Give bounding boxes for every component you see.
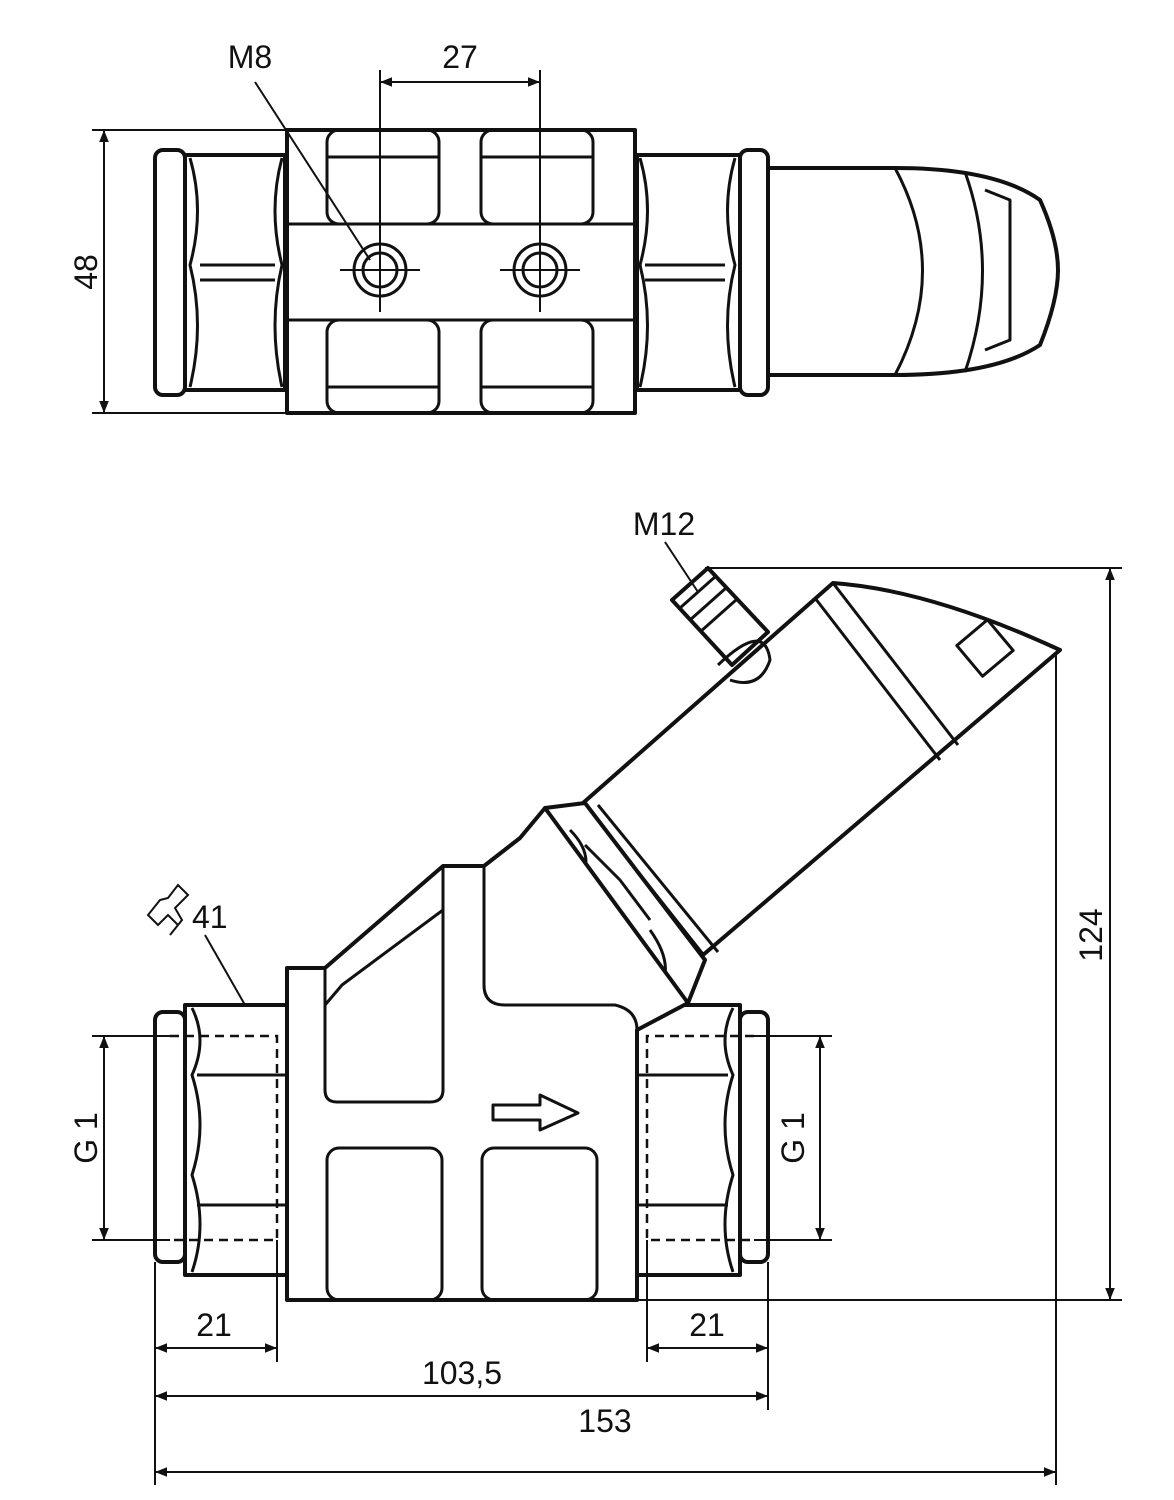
depth-left-label: 21	[196, 1307, 232, 1343]
top-view: 27 M8 48	[68, 39, 1060, 415]
dim-thread-right: G 1	[754, 1035, 832, 1241]
m8-hole-right	[500, 228, 580, 312]
length-inner-label: 103,5	[422, 1355, 502, 1391]
length-total-label: 153	[578, 1403, 631, 1439]
wrench-icon	[146, 883, 190, 936]
dim-side-height: 124	[637, 567, 1122, 1301]
dim-length-inner: 103,5	[155, 1355, 768, 1401]
top-sensor-housing	[766, 166, 1060, 377]
hidden-thread-lines	[170, 1034, 754, 1242]
dim-wrench: 41	[146, 883, 246, 1006]
top-body	[285, 128, 637, 415]
thread-left-label: G 1	[68, 1112, 104, 1164]
side-body	[285, 806, 690, 1302]
dim-length-total: 153	[155, 1403, 1056, 1477]
side-height-label: 124	[1073, 908, 1109, 961]
m8-thread-label: M8	[228, 39, 272, 75]
top-left-fitting	[153, 148, 287, 397]
side-right-fitting	[635, 1003, 770, 1277]
wrench-size-label: 41	[192, 899, 228, 935]
depth-right-label: 21	[689, 1307, 725, 1343]
thread-right-label: G 1	[775, 1112, 811, 1164]
bottom-extension-lines	[154, 655, 1057, 1485]
dim-top-height: 48	[68, 129, 287, 414]
dim-depth-left: 21	[155, 1307, 277, 1353]
hole-spacing-label: 27	[442, 39, 478, 75]
dim-thread-left: G 1	[68, 1035, 170, 1241]
dim-depth-right: 21	[647, 1307, 768, 1353]
top-right-fitting	[635, 148, 770, 397]
top-height-label: 48	[68, 254, 104, 290]
m12-connector-label: M12	[633, 506, 695, 542]
dim-hole-spacing: 27	[379, 39, 541, 232]
side-left-fitting	[153, 1003, 289, 1277]
side-view: M12 41 124 G 1 G 1	[68, 506, 1122, 1485]
dim-m8: M8	[228, 39, 371, 261]
dim-m12: M12	[633, 506, 699, 593]
m8-hole-left	[340, 228, 420, 312]
flow-arrow-icon	[491, 1093, 580, 1132]
